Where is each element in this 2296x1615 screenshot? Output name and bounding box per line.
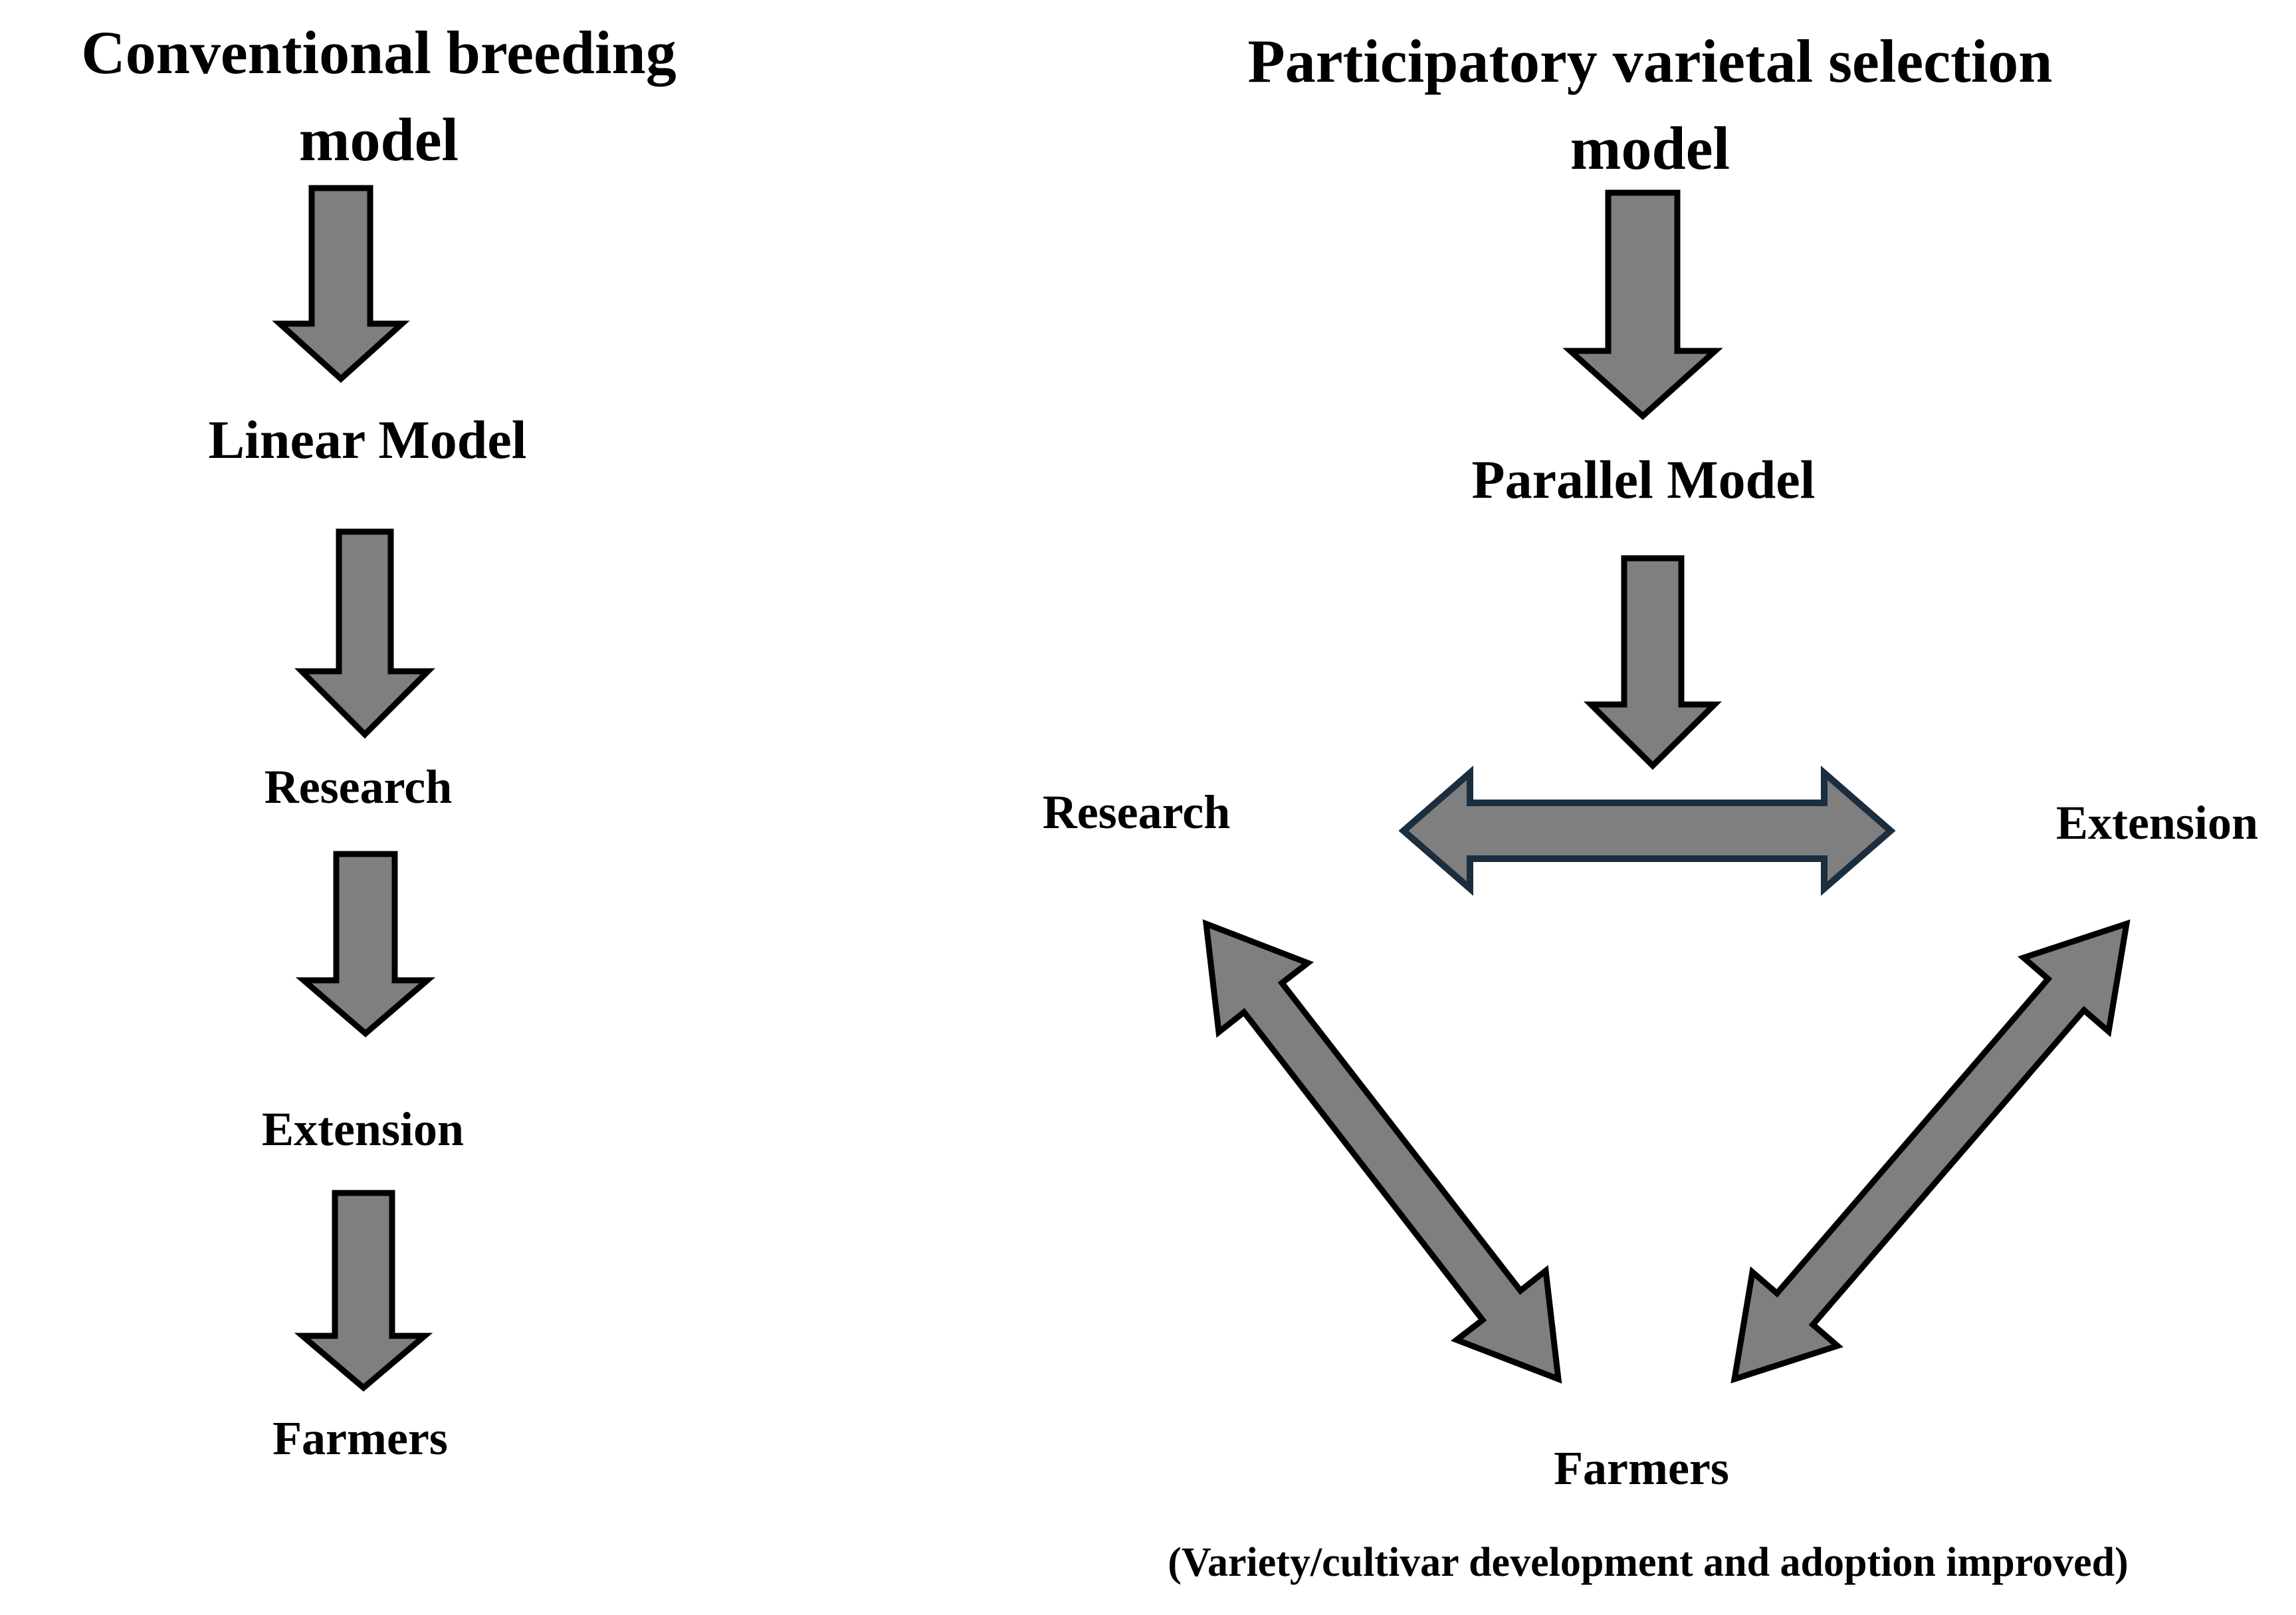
left-title-line1: Conventional breeding <box>81 19 677 86</box>
right-caption: (Variety/cultivar development and adopti… <box>1168 1540 2129 1585</box>
left-down-arrow-4-icon <box>294 1190 433 1392</box>
parallel-model-label: Parallel Model <box>1471 449 1816 510</box>
left-down-arrow-2-icon <box>294 528 435 739</box>
right-extension-label: Extension <box>2055 796 2259 849</box>
left-down-arrow-3-icon <box>295 851 436 1037</box>
right-title-line1: Participatory varietal selection <box>1247 27 2053 95</box>
right-column-title: Participatory varietal selection model <box>1085 18 2215 191</box>
left-column-title: Conventional breeding model <box>0 9 758 183</box>
right-down-arrow-1-icon <box>1562 189 1723 421</box>
extension-farmers-double-arrow-icon <box>1730 919 2131 1384</box>
right-down-arrow-2-icon <box>1584 555 1722 770</box>
left-title-line2: model <box>298 105 459 173</box>
linear-model-label: Linear Model <box>208 409 527 470</box>
left-extension-label: Extension <box>261 1103 465 1156</box>
research-extension-double-arrow-icon <box>1398 766 1896 896</box>
left-down-arrow-1-icon <box>272 185 410 383</box>
right-research-label: Research <box>1042 786 1231 839</box>
left-farmers-label: Farmers <box>272 1412 448 1465</box>
research-farmers-double-arrow-icon <box>1202 919 1562 1384</box>
right-farmers-label: Farmers <box>1554 1442 1729 1495</box>
left-research-label: Research <box>264 760 453 813</box>
right-title-line2: model <box>1570 114 1730 182</box>
